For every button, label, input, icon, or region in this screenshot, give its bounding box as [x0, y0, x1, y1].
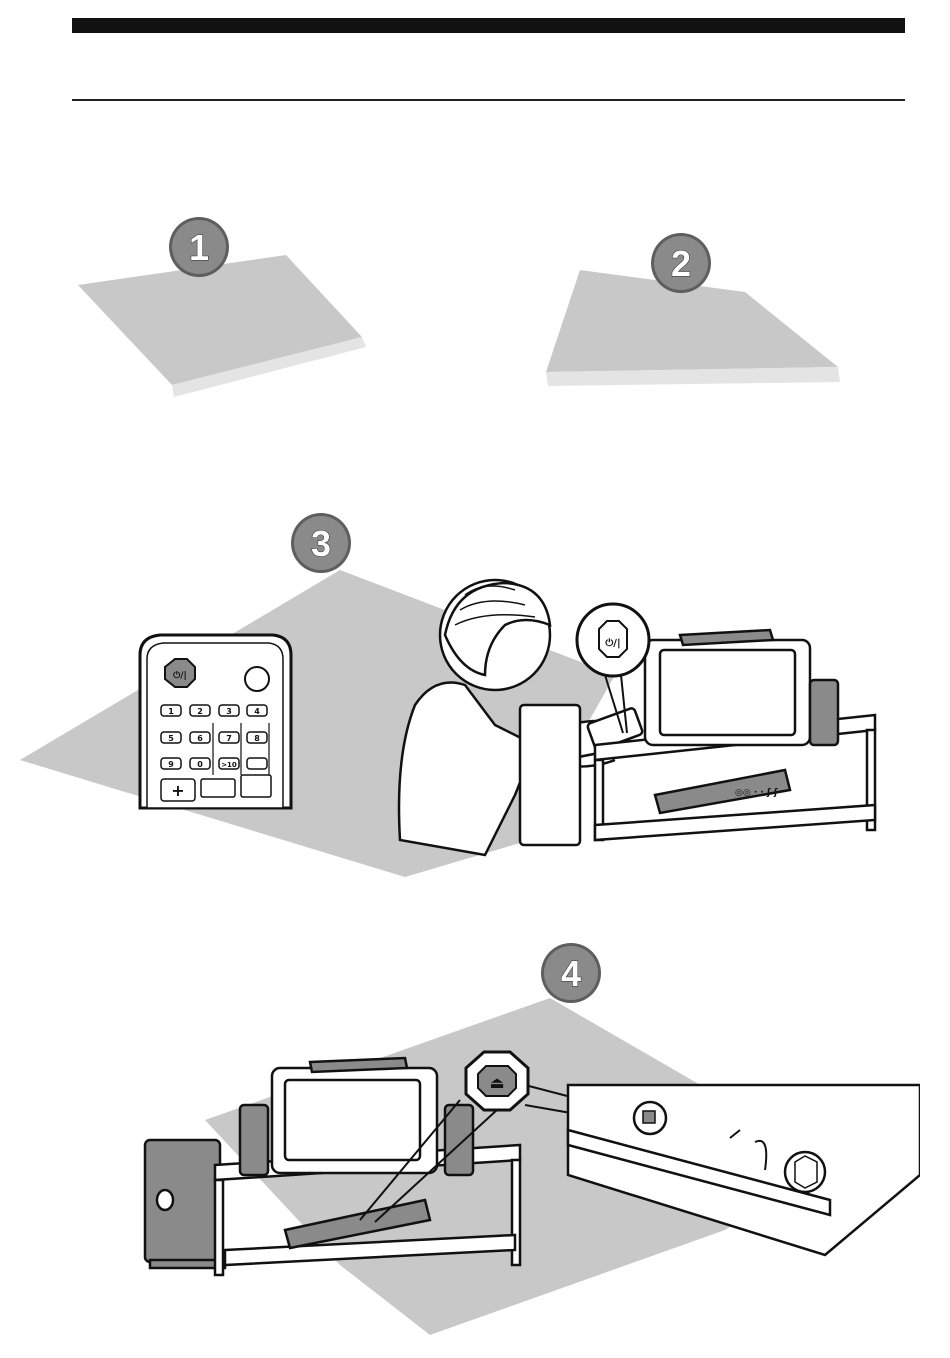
step-3-badge: 3	[290, 512, 352, 574]
step-1-number: 1	[189, 227, 209, 268]
remote-key-7: 7	[226, 734, 232, 743]
remote-key-1: 1	[168, 707, 174, 716]
step-3-number: 3	[311, 523, 331, 564]
step-4-illustration: ⏏	[130, 990, 920, 1350]
remote-key-0: 0	[197, 760, 203, 769]
step-2-badge: 2	[650, 232, 712, 294]
step-4-badge: 4	[540, 942, 602, 1004]
subwoofer	[145, 1140, 225, 1268]
step-3-panel: ⏻/| 1 2 3 4 5 6 7 8 9	[15, 555, 905, 885]
remote-key-3: 3	[226, 707, 232, 716]
remote-plus-key: +	[171, 781, 184, 800]
remote-key-9: 9	[168, 760, 174, 769]
remote-key-6: 6	[197, 734, 203, 743]
header-rule	[72, 99, 905, 101]
remote-key-4: 4	[254, 707, 260, 716]
callout-power-symbol: ⏻/|	[605, 637, 620, 649]
step-1-badge: 1	[168, 216, 230, 278]
remote-key-5: 5	[168, 734, 174, 743]
remote-control-closeup: ⏻/| 1 2 3 4 5 6 7 8 9	[140, 635, 291, 808]
step-4-number: 4	[561, 953, 581, 994]
remote-key-plus10: >10	[221, 761, 237, 769]
remote-power-symbol: ⏻/|	[173, 670, 187, 681]
step-4-panel: ⏏	[130, 990, 920, 1350]
svg-text:◎◎ · · ʃ ʃ: ◎◎ · · ʃ ʃ	[735, 788, 778, 798]
remote-key-2: 2	[197, 707, 203, 716]
header-bar	[72, 18, 905, 33]
callout-eject-symbol: ⏏	[489, 1073, 504, 1092]
step-3-illustration: ⏻/| 1 2 3 4 5 6 7 8 9	[15, 555, 905, 885]
step-2-number: 2	[671, 243, 691, 284]
remote-key-8: 8	[254, 734, 260, 743]
